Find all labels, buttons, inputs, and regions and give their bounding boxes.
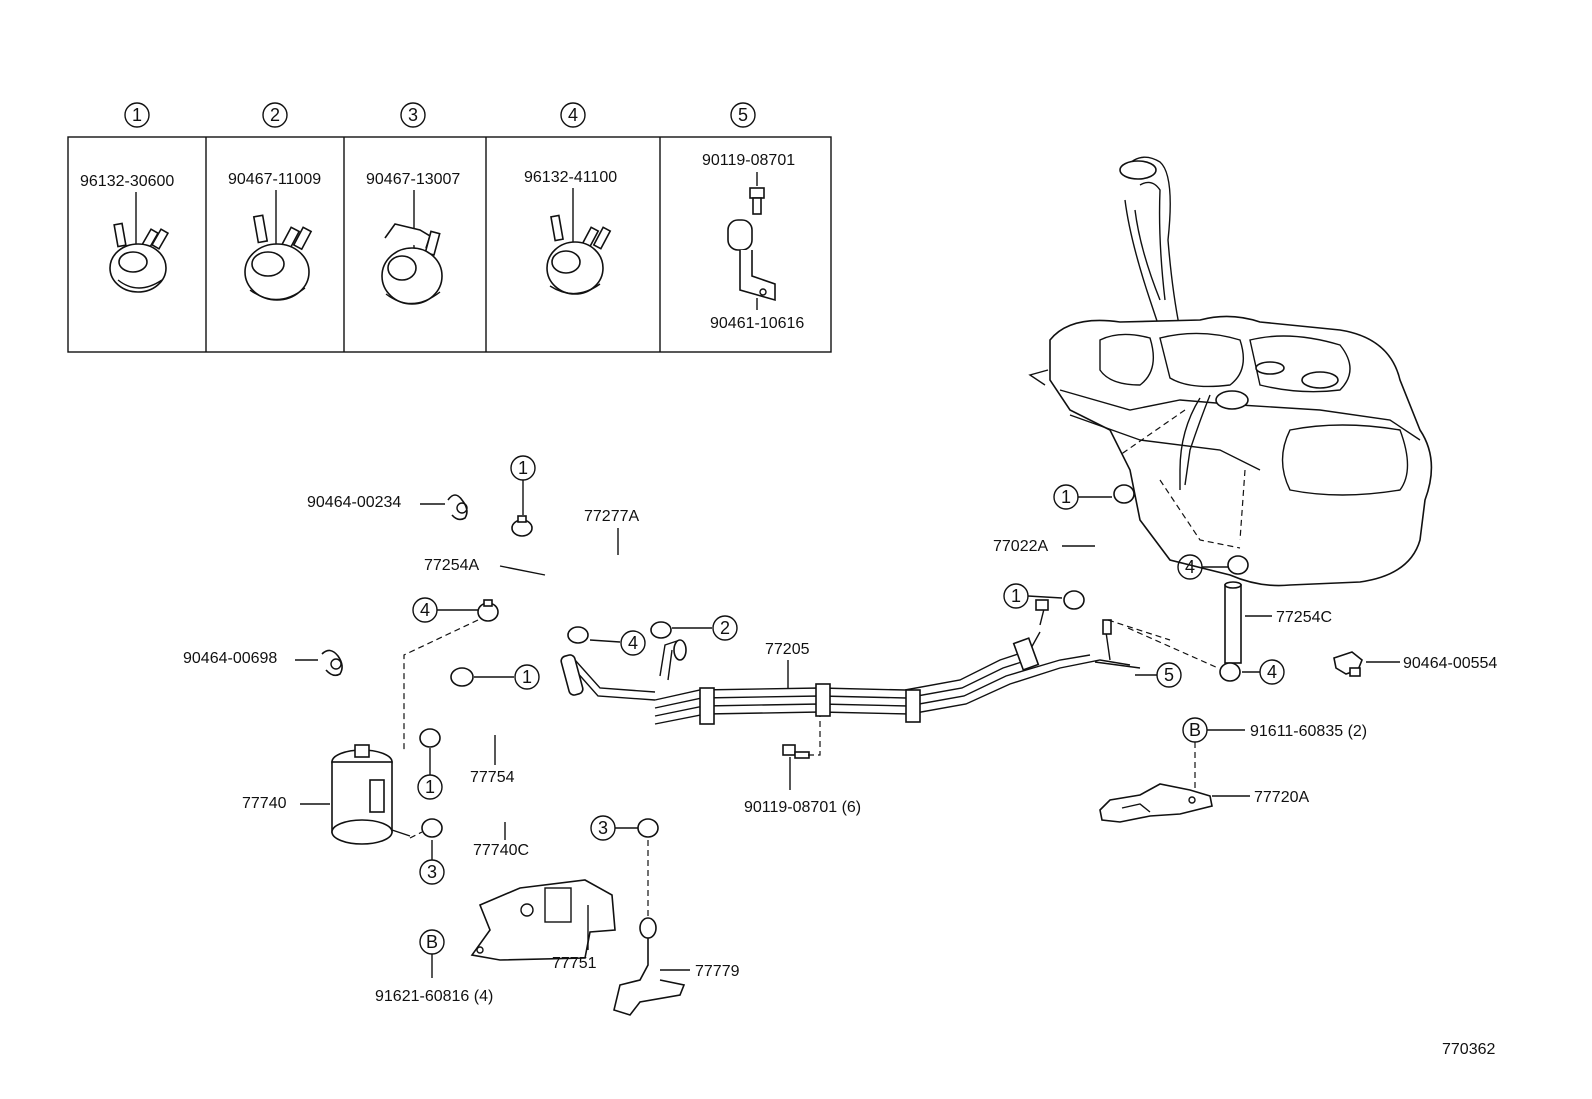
label-77254C: 77254C: [1276, 609, 1332, 626]
callout-1: 1: [417, 774, 443, 800]
label-77720A: 77720A: [1254, 789, 1309, 806]
svg-text:B: B: [426, 932, 438, 952]
legend-part-5-bottom: 90461-10616: [710, 315, 804, 332]
legend-part-1: 96132-30600: [80, 173, 174, 190]
label-91621-60816: 91621-60816 (4): [375, 988, 493, 1005]
legend-part-2: 90467-11009: [228, 171, 321, 188]
hose-clamp-icon: [381, 223, 443, 305]
clamp-icon: [650, 621, 672, 639]
callout-1: 1: [514, 664, 540, 690]
spring-clip-icon: [109, 222, 170, 293]
label-77022A: 77022A: [993, 538, 1048, 555]
svg-text:4: 4: [628, 633, 638, 653]
svg-text:3: 3: [598, 818, 608, 838]
callout-4: 4: [412, 597, 438, 623]
label-90464-00698: 90464-00698: [183, 650, 277, 667]
svg-text:4: 4: [1267, 662, 1277, 682]
svg-text:2: 2: [720, 618, 730, 638]
label-77751: 77751: [552, 955, 597, 972]
bolt-icon: [749, 187, 765, 215]
svg-text:1: 1: [522, 667, 532, 687]
clamp-icon: [1227, 555, 1249, 575]
hose-77254A: [515, 593, 592, 615]
legend-header-2: 2: [262, 102, 288, 128]
svg-text:5: 5: [1164, 665, 1174, 685]
legend-header-4: 4: [560, 102, 586, 128]
callout-2: 2: [712, 615, 738, 641]
svg-text:4: 4: [420, 600, 430, 620]
bolt-icon: [782, 744, 810, 759]
label-77740: 77740: [242, 795, 287, 812]
svg-text:3: 3: [427, 862, 437, 882]
clamp-icon: [637, 818, 659, 838]
label-90464-00234: 90464-00234: [307, 494, 401, 511]
bracket-77751: [470, 879, 616, 961]
legend-part-4: 96132-41100: [524, 169, 617, 186]
legend-header-1: 1: [124, 102, 150, 128]
hose-77254C: [1224, 581, 1242, 664]
hose-77754: [446, 694, 511, 741]
clamp-icon: [1219, 662, 1241, 682]
svg-text:1: 1: [132, 105, 142, 125]
clip-icon: [321, 649, 343, 677]
svg-text:1: 1: [425, 777, 435, 797]
spring-clip-icon: [546, 214, 612, 295]
clip-icon: [1333, 651, 1363, 677]
label-77754: 77754: [470, 769, 515, 786]
legend-header-3: 3: [400, 102, 426, 128]
clamp-icon: [1113, 484, 1135, 504]
bracket-77720A: [1099, 783, 1213, 823]
fuel-pipe-assembly: [560, 599, 1171, 725]
hose-clamp-icon: [244, 214, 313, 301]
label-77254A: 77254A: [424, 557, 479, 574]
svg-text:2: 2: [270, 105, 280, 125]
diagram-id: 770362: [1442, 1041, 1495, 1058]
svg-text:4: 4: [568, 105, 578, 125]
callout-B: B: [1182, 717, 1208, 743]
callout-3: 3: [590, 815, 616, 841]
fuel-filter-77740: [331, 744, 411, 845]
hose-77277A: [540, 540, 671, 605]
legend-header-5: 5: [730, 102, 756, 128]
svg-text:3: 3: [408, 105, 418, 125]
clip-legend-table: 1 2 3 4 5 96132-30600 9046: [67, 102, 832, 353]
label-90464-00554: 90464-00554: [1403, 655, 1497, 672]
label-77779: 77779: [695, 963, 740, 980]
hose-77022A: [1089, 514, 1124, 594]
label-90119-08701-6: 90119-08701 (6): [744, 799, 861, 816]
callout-5: 5: [1156, 662, 1182, 688]
hose-77740C: [449, 763, 650, 831]
clamp-icon: [450, 667, 474, 687]
label-77205: 77205: [765, 641, 810, 658]
svg-text:1: 1: [518, 458, 528, 478]
callout-4: 4: [620, 630, 646, 656]
svg-text:4: 4: [1185, 557, 1195, 577]
clamp-icon: [477, 599, 499, 622]
callout-1: 1: [1003, 583, 1029, 609]
svg-text:B: B: [1189, 720, 1201, 740]
clamp-icon: [421, 818, 443, 838]
callout-3: 3: [419, 859, 445, 885]
svg-text:5: 5: [738, 105, 748, 125]
callout-1: 1: [510, 455, 536, 481]
pipe-clamp-bracket-icon: [727, 219, 776, 302]
svg-text:1: 1: [1011, 586, 1021, 606]
callout-1: 1: [1053, 484, 1079, 510]
legend-part-3: 90467-13007: [366, 171, 460, 188]
label-77277A: 77277A: [584, 508, 639, 525]
svg-text:1: 1: [1061, 487, 1071, 507]
label-77740C: 77740C: [473, 842, 529, 859]
clip-icon: [447, 494, 468, 521]
bracket-77779: [613, 917, 686, 1016]
clamp-icon: [567, 626, 589, 644]
fuel-tank: [1028, 156, 1433, 587]
clamp-icon: [419, 728, 441, 748]
callout-4: 4: [1259, 659, 1285, 685]
label-91611-60835: 91611-60835 (2): [1250, 723, 1367, 740]
callout-B: B: [419, 929, 445, 955]
clamp-icon: [1063, 590, 1085, 610]
legend-part-5-top: 90119-08701: [702, 152, 795, 169]
clamp-icon: [511, 515, 533, 537]
